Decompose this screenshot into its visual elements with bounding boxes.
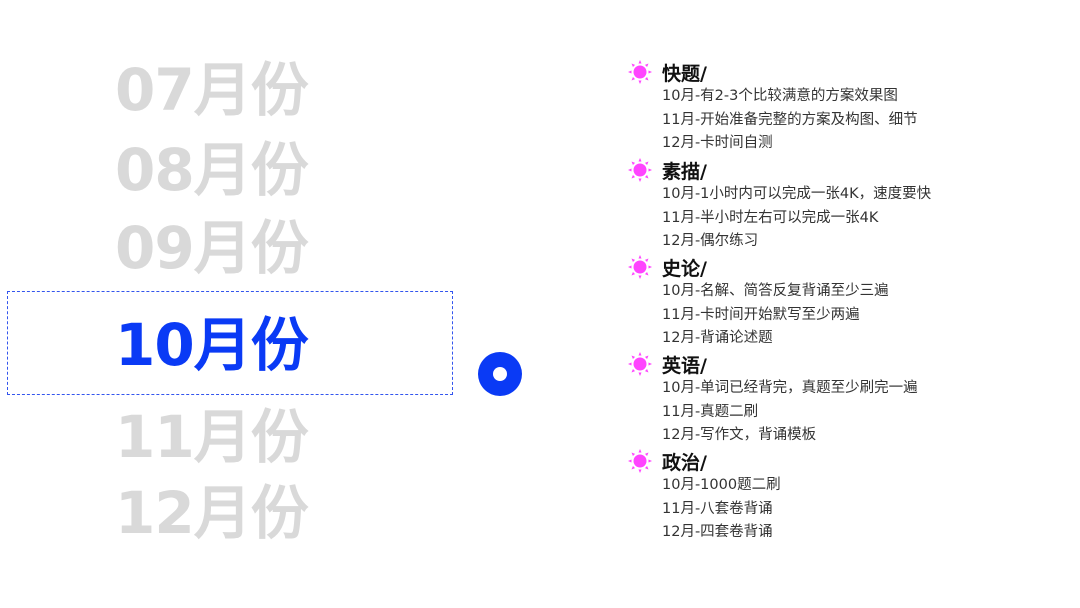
month-08: 08月份 — [115, 136, 309, 204]
plan-item: 12月-写作文，背诵模板 — [662, 427, 817, 443]
plan-item: 12月-背诵论述题 — [662, 330, 773, 346]
month-07: 07月份 — [115, 56, 309, 124]
subject-title: 史论/ — [662, 257, 707, 280]
subject-heading: 政治/ — [628, 448, 781, 474]
plan-item: 10月-有2-3个比较满意的方案效果图 — [662, 88, 898, 104]
subject-title: 政治/ — [662, 451, 707, 474]
subject-section: 素描/10月-1小时内可以完成一张4K，速度要快 11月-半小时左右可以完成一张4… — [628, 157, 931, 254]
sun-icon — [628, 255, 652, 279]
subject-section: 英语/10月-单词已经背完，真题至少刷完一遍 11月-真题二刷 12月-写作文，背诵… — [628, 351, 918, 448]
sun-icon — [628, 449, 652, 473]
sun-icon — [628, 158, 652, 182]
month-09: 09月份 — [115, 214, 309, 282]
plan-item: 10月-名解、简答反复背诵至少三遍 — [662, 283, 889, 299]
plan-item: 10月-1小时内可以完成一张4K，速度要快 — [662, 186, 932, 202]
subject-title: 素描/ — [662, 160, 707, 183]
timeline-ring-marker — [478, 352, 522, 396]
sun-icon — [628, 60, 652, 84]
subject-heading: 素描/ — [628, 157, 931, 183]
plan-item: 11月-卡时间开始默写至少两遍 — [662, 306, 860, 323]
subject-heading: 快题/ — [628, 59, 918, 85]
plan-item: 11月-开始准备完整的方案及构图、细节 — [662, 111, 918, 128]
sun-icon — [628, 352, 652, 376]
plan-item: 11月-真题二刷 — [662, 403, 759, 420]
plan-item: 10月-单词已经背完，真题至少刷完一遍 — [662, 380, 918, 396]
plan-item: 11月-半小时左右可以完成一张4K — [662, 209, 879, 226]
subject-section: 快题/10月-有2-3个比较满意的方案效果图 11月-开始准备完整的方案及构图、细… — [628, 59, 918, 156]
subject-title: 快题/ — [662, 62, 707, 85]
plan-item: 12月-卡时间自测 — [662, 135, 773, 151]
plan-item: 12月-偶尔练习 — [662, 233, 759, 249]
month-10-active: 10月份 — [115, 311, 309, 379]
subject-section: 政治/10月-1000题二刷 11月-八套卷背诵 12月-四套卷背诵 — [628, 448, 781, 545]
plan-item: 11月-八套卷背诵 — [662, 500, 773, 517]
subject-section: 史论/10月-名解、简答反复背诵至少三遍 11月-卡时间开始默写至少两遍 12月-背… — [628, 254, 889, 351]
subject-title: 英语/ — [662, 354, 707, 377]
month-11: 11月份 — [115, 403, 309, 471]
plan-item: 12月-四套卷背诵 — [662, 524, 773, 540]
plan-item: 10月-1000题二刷 — [662, 477, 781, 493]
subject-heading: 英语/ — [628, 351, 918, 377]
subject-heading: 史论/ — [628, 254, 889, 280]
month-12: 12月份 — [115, 479, 309, 547]
active-month-highlight-box — [7, 291, 453, 395]
